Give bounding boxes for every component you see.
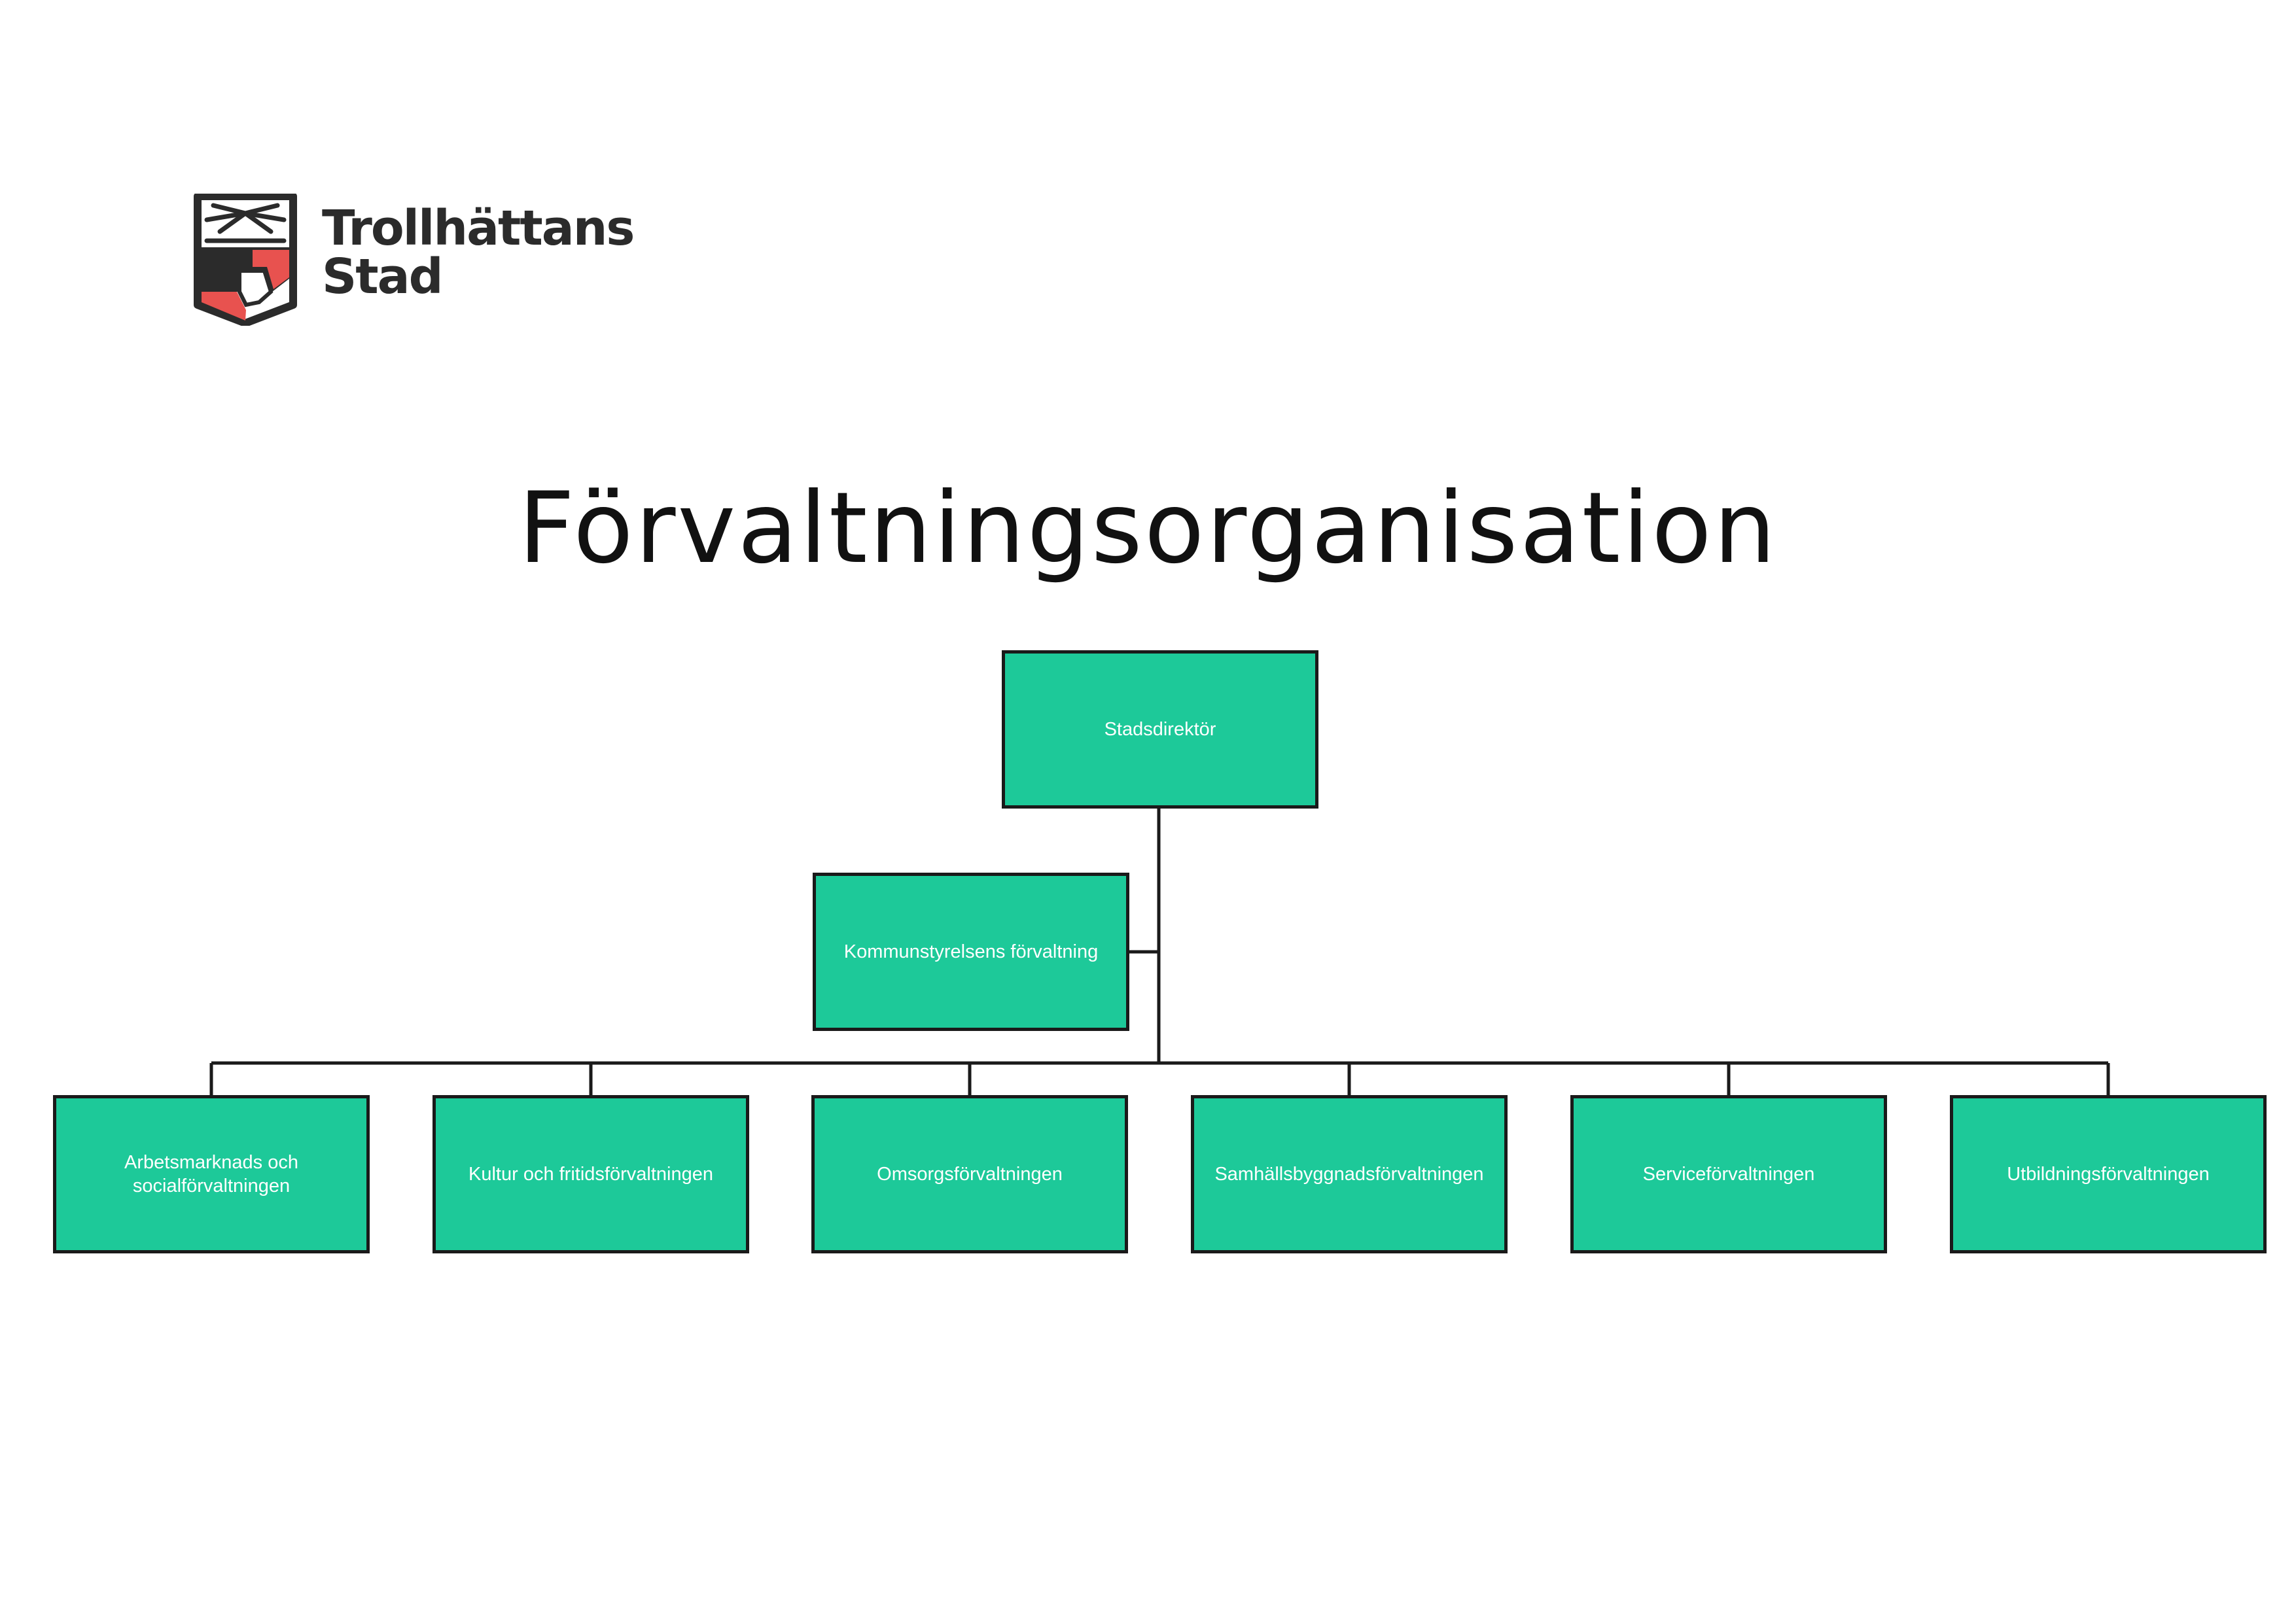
org-box-label: Samhällsbyggnadsförvaltningen [1214,1164,1484,1185]
org-box-stadsdirektor: Stadsdirektör [1002,650,1318,809]
org-box-label: Utbildningsförvaltningen [2007,1164,2210,1185]
org-box-department-6: Utbildningsförvaltningen [1950,1095,2267,1253]
org-box-department-2: Kultur och fritidsförvaltningen [433,1095,749,1253]
org-box-label: Kultur och fritidsförvaltningen [468,1164,713,1185]
org-box-department-4: Samhällsbyggnadsförvaltningen [1191,1095,1508,1253]
city-shield-icon [194,194,297,326]
org-box-label: Serviceförvaltningen [1642,1164,1815,1185]
page-title: Förvaltningsorganisation [518,472,1778,585]
org-box-department-1: Arbetsmarknads och socialförvaltningen [53,1095,370,1253]
org-box-label: Kommunstyrelsens förvaltning [843,941,1099,962]
org-box-label: Omsorgsförvaltningen [877,1164,1063,1185]
org-box-department-3: Omsorgsförvaltningen [811,1095,1128,1253]
org-box-department-5: Serviceförvaltningen [1570,1095,1887,1253]
org-box-label: Arbetsmarknads och socialförvaltningen [124,1152,298,1196]
logo-line-1: Trollhättans [322,200,635,256]
trollhattans-stad-logo: Trollhättans Stad [194,194,635,326]
logo-line-2: Stad [322,249,444,305]
org-box-label: Stadsdirektör [1104,719,1216,740]
org-box-kommunstyrelsens-forvaltning: Kommunstyrelsens förvaltning [813,873,1129,1031]
logo-wordmark: Trollhättans Stad [322,200,635,305]
